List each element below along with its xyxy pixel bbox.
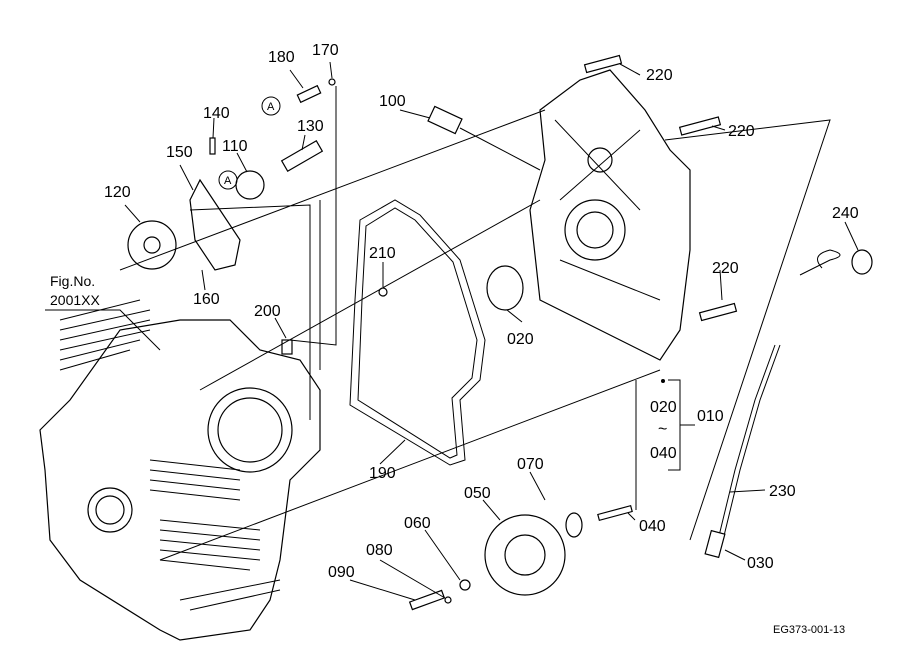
pin-140: [209, 137, 216, 155]
gear-case-cover: [529, 69, 691, 361]
callout-040: 040: [639, 518, 666, 535]
callout-210: 210: [369, 245, 396, 262]
bolt-220c: [698, 302, 738, 322]
gasket-190: [349, 199, 486, 466]
callout-130: 130: [297, 118, 324, 135]
callout-030: 030: [747, 555, 774, 572]
drawing-code: EG373-001-13: [773, 624, 845, 636]
tube-030: [704, 529, 726, 559]
pin-040: [597, 504, 633, 522]
callout-070: 070: [517, 456, 544, 473]
shaft-090: [408, 589, 446, 611]
callout-200: 200: [254, 303, 281, 320]
callout-170: 170: [312, 42, 339, 59]
callout-180: 180: [268, 49, 295, 66]
callout-010: 010: [697, 408, 724, 425]
marker-a-2: A: [224, 175, 232, 187]
callout-150: 150: [166, 144, 193, 161]
callout-160: 160: [193, 291, 220, 308]
pin-130: [280, 139, 324, 173]
marker-a-circle-2: [218, 170, 238, 190]
plate-150: [189, 178, 241, 271]
dipstick-230: [717, 249, 841, 541]
washer-060: [459, 579, 471, 591]
fitting-100: [427, 105, 463, 135]
callout-230: 230: [769, 483, 796, 500]
callout-190: 190: [369, 465, 396, 482]
callout-220-top: 220: [646, 67, 673, 84]
callout-050: 050: [464, 485, 491, 502]
callout-020-mid: 020: [507, 331, 534, 348]
callout-090: 090: [328, 564, 355, 581]
callout-220-mid: 220: [728, 123, 755, 140]
figure-ref-number: 2001XX: [50, 292, 100, 308]
callout-080: 080: [366, 542, 393, 559]
rotor-110: [235, 170, 265, 200]
callout-220-right: 220: [712, 260, 739, 277]
callout-060: 060: [404, 515, 431, 532]
engine-block: [39, 299, 321, 641]
callout-110: 110: [222, 138, 248, 155]
callout-040-range: 040: [650, 445, 677, 462]
leader-lines: [45, 61, 859, 601]
bolt-220b: [678, 116, 722, 136]
range-tilde: ~: [658, 421, 667, 438]
marker-a-circle-1: [261, 96, 281, 116]
bushing-020: [486, 265, 524, 311]
ring-080: [444, 596, 452, 604]
spring-180: [296, 84, 322, 104]
callout-240: 240: [832, 205, 859, 222]
callout-020-range: 020: [650, 399, 677, 416]
marker-a-1: A: [267, 101, 275, 113]
ball-170: [328, 78, 336, 86]
oil-seal-240: [851, 249, 873, 275]
washer-070: [565, 512, 583, 538]
callout-120: 120: [104, 184, 131, 201]
callout-140: 140: [203, 105, 230, 122]
figure-ref-label: Fig.No.: [50, 273, 95, 289]
callout-100: 100: [379, 93, 406, 110]
pin-200: [281, 339, 293, 355]
bolt-220a: [583, 54, 623, 74]
